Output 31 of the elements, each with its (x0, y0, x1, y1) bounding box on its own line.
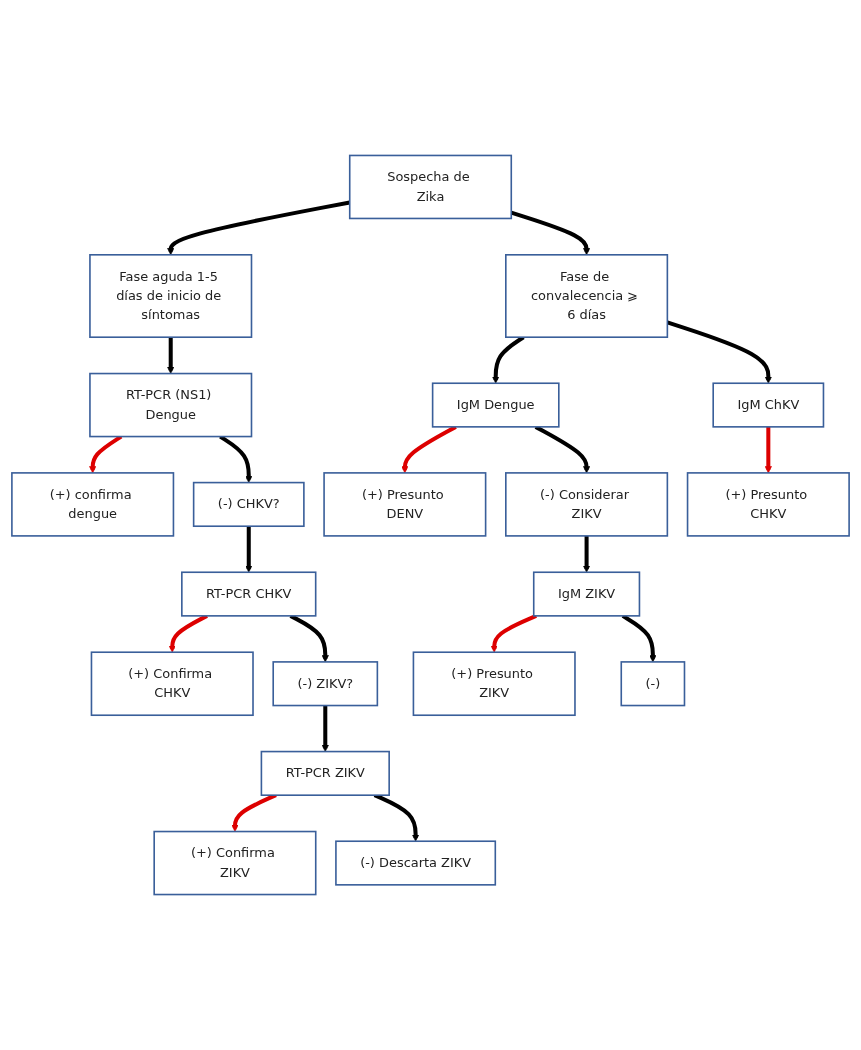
arrow (583, 535, 591, 573)
node-box: (+) Presunto ZIKV (412, 651, 576, 717)
node-box: (-) (620, 661, 686, 707)
arrow (289, 614, 329, 663)
node-box: Fase aguda 1-5 días de inicio de síntomas (89, 254, 253, 338)
arrow (167, 337, 175, 374)
node-box: Fase de convalecencia ⩾ 6 días (505, 254, 669, 338)
node-box: IgM ChKV (712, 382, 825, 428)
node-box: (-) Descarta ZIKV (335, 840, 497, 886)
arrow (534, 425, 591, 474)
arrow (245, 526, 253, 573)
node-box: (+) Confirma ZIKV (153, 830, 317, 896)
node-box: RT-PCR (NS1) Dengue (89, 372, 253, 438)
node-box: (+) Confirma CHKV (90, 651, 254, 717)
arrow (764, 426, 772, 474)
node-box: (+) Presunto DENV (323, 472, 487, 537)
arrow (321, 705, 329, 752)
arrow (401, 425, 457, 474)
node-box: RT-PCR CHKV (181, 571, 317, 617)
node-box: Sospecha de Zika (348, 154, 513, 220)
node-box: (-) CHKV? (192, 481, 305, 527)
arrow (490, 614, 537, 653)
node-box: (-) Considerar ZIKV (505, 472, 669, 537)
node-box: IgM ZIKV (532, 571, 641, 617)
node-box: (+) Presunto CHKV (686, 472, 850, 537)
arrow (168, 614, 208, 653)
node-box: RT-PCR ZIKV (260, 750, 390, 796)
node-box: (+) confirma dengue (11, 472, 175, 537)
node-box: IgM Dengue (431, 382, 560, 428)
node-box: (-) ZIKV? (272, 661, 379, 707)
arrow (621, 614, 657, 663)
